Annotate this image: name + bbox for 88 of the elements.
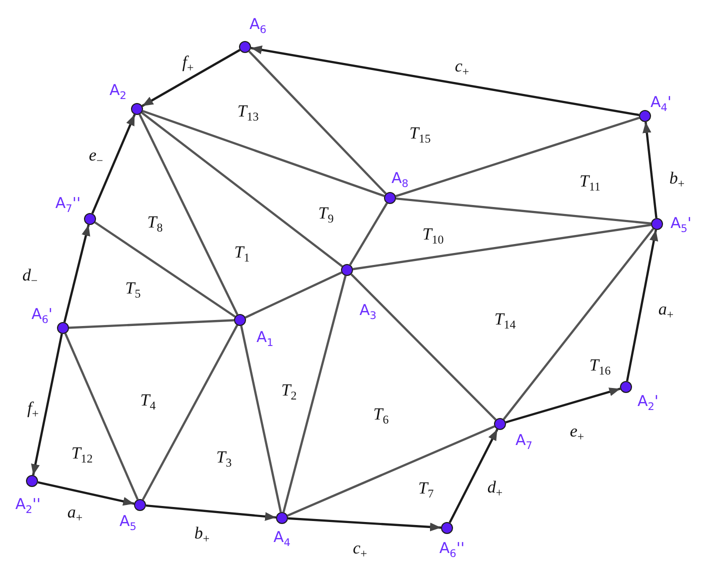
line-segment: [141, 112, 343, 268]
point: [639, 110, 651, 122]
arrow: [250, 46, 640, 116]
edge-label: f$_{+}$: [182, 53, 194, 75]
line-segment: [350, 273, 497, 421]
line-segment: [282, 276, 347, 512]
point: [234, 314, 246, 326]
arrow: [448, 428, 498, 524]
arrow: [142, 49, 240, 107]
line-segment: [64, 333, 139, 500]
edge-label: e$_{+}$: [570, 422, 584, 444]
line-segment: [240, 326, 282, 512]
point: [57, 322, 69, 334]
line-segment: [395, 116, 640, 198]
triangle-label: T$_{7}$: [418, 479, 434, 501]
triangle-label: T$_{16}$: [589, 356, 611, 378]
triangle-label: T$_{14}$: [494, 310, 516, 332]
point: [131, 103, 143, 115]
point: [26, 475, 38, 487]
triangle-label: T$_{12}$: [71, 444, 93, 466]
point: [276, 512, 288, 524]
point: [341, 264, 353, 276]
triangle-label: T$_{3}$: [216, 448, 232, 470]
triangle-label: T$_{11}$: [580, 172, 600, 194]
point: [239, 41, 251, 53]
triangle-label: T$_{13}$: [237, 102, 259, 124]
point-label: A$_{2}$'': [15, 496, 41, 516]
point-label: A$_{6}$': [31, 306, 53, 326]
point: [134, 499, 146, 511]
line-segment: [244, 272, 342, 318]
point-label: A$_{2}$: [110, 82, 126, 102]
edge-label: a$_{+}$: [67, 503, 83, 525]
triangle-label: T$_{9}$: [318, 204, 334, 226]
arrow: [31, 334, 63, 476]
point-label: A$_{5}$: [120, 514, 136, 532]
point-label: A$_{6}$'': [439, 540, 465, 560]
arrow: [642, 122, 658, 218]
edge-label: d$_{−}$: [22, 266, 38, 288]
point: [494, 418, 506, 430]
arrow: [146, 504, 276, 521]
point-label: A$_{1}$: [256, 330, 274, 348]
edge-label: e$_{−}$: [88, 146, 104, 168]
line-segment: [68, 319, 234, 329]
point-label: A$_{5}$': [670, 216, 692, 234]
edge-label: a$_{+}$: [658, 300, 674, 322]
edge-label: b$_{+}$: [194, 524, 210, 546]
arrow: [38, 481, 134, 506]
edge-label: c$_{+}$: [352, 539, 368, 561]
line-segment: [142, 324, 238, 500]
line-segment: [142, 110, 385, 198]
edge-label: c$_{+}$: [454, 57, 470, 79]
line-segment: [352, 224, 652, 270]
triangle-label: T$_{5}$: [125, 279, 141, 301]
point-label: A$_{6}$: [250, 16, 266, 36]
triangle-label: T$_{15}$: [409, 124, 431, 146]
point: [84, 213, 96, 225]
edge-label: d$_{+}$: [487, 478, 503, 500]
line-segment: [287, 425, 495, 517]
point-label: A$_{4}$': [650, 94, 672, 114]
line-segment: [349, 202, 388, 266]
line-segment: [94, 221, 236, 318]
arrow: [288, 517, 442, 532]
point-label: A$_{7}$: [516, 432, 532, 452]
line-segment: [502, 228, 654, 420]
triangle-label: T$_{4}$: [140, 391, 156, 413]
point-label: A$_{3}$: [360, 302, 376, 322]
arrow: [626, 230, 658, 382]
line-segment: [396, 197, 652, 225]
point-label: A$_{2}$': [637, 394, 659, 412]
point: [620, 381, 632, 393]
triangle-label: T$_{2}$: [281, 381, 297, 403]
point-label: A$_{8}$: [392, 170, 408, 190]
point: [441, 522, 453, 534]
triangle-label: T$_{10}$: [422, 225, 444, 247]
triangle-label: T$_{6}$: [373, 405, 389, 427]
arrow: [63, 224, 90, 322]
line-segment: [138, 114, 238, 316]
triangle-label: T$_{1}$: [234, 243, 250, 265]
line-segment: [248, 50, 387, 194]
point-label: A$_{4}$: [274, 530, 290, 548]
point-label: A$_{7}$'': [55, 196, 81, 214]
point: [384, 192, 396, 204]
point: [651, 218, 663, 230]
edge-label: f$_{+}$: [27, 399, 39, 421]
arrow: [505, 388, 621, 424]
arrow: [91, 114, 136, 214]
edge-label: b$_{+}$: [669, 169, 685, 191]
triangle-label: T$_{8}$: [147, 213, 163, 235]
